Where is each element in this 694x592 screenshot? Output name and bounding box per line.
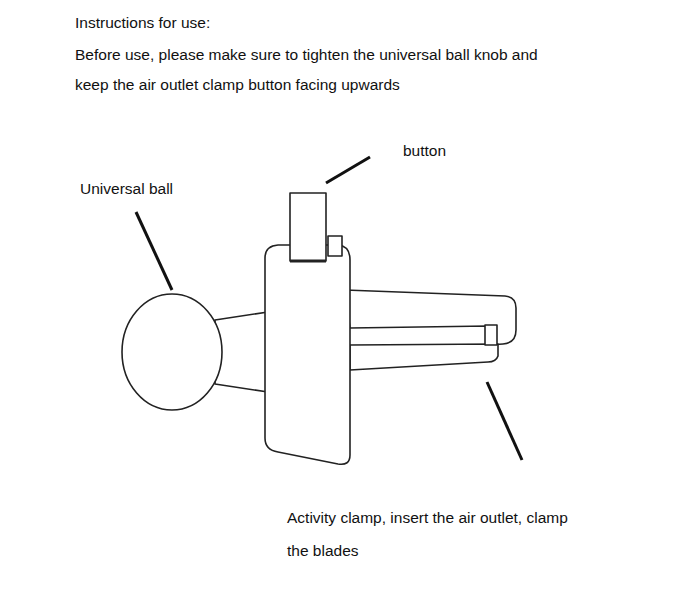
part-label: Activity clamp, insert the air outlet, c… bbox=[287, 501, 587, 567]
button-tab bbox=[328, 236, 342, 256]
instructions-note: Before use, please make sure to tighten … bbox=[75, 40, 563, 100]
part-label: button bbox=[403, 136, 563, 166]
clamp-upper-prong bbox=[345, 290, 516, 345]
clamp-tip bbox=[485, 325, 497, 345]
universal-ball bbox=[122, 294, 222, 410]
leader-line bbox=[136, 212, 172, 290]
leader-line bbox=[487, 382, 522, 460]
part-label: Universal ball bbox=[80, 174, 280, 204]
clip-body bbox=[265, 245, 350, 464]
button bbox=[290, 193, 326, 261]
instructions-heading: Instructions for use: bbox=[75, 8, 595, 38]
leader-line bbox=[326, 157, 370, 183]
ball-neck bbox=[215, 312, 268, 392]
clamp-lower-prong bbox=[350, 344, 498, 370]
